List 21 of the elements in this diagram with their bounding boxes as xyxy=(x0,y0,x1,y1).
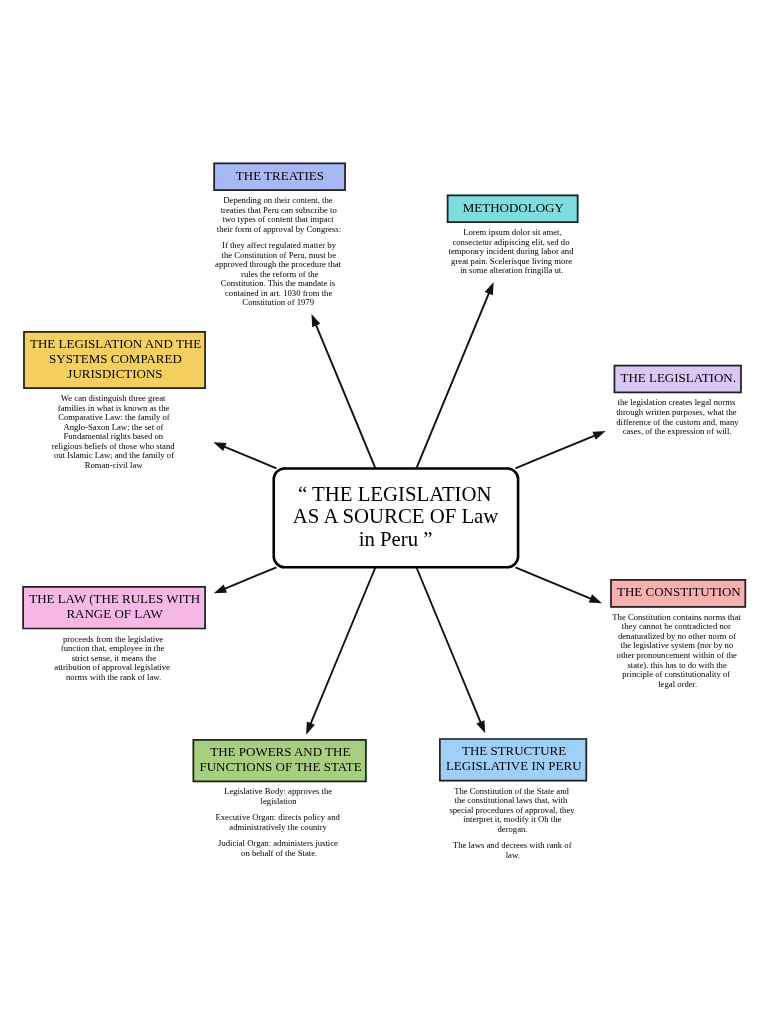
arrow xyxy=(415,282,494,470)
node-label: The Constitution contains norms that they cannot be contradicted nor denaturalized by no other norm of the legislative system (nor by no other pronouncement within of the state). this has to do with the principle of constitutionality of legal order. xyxy=(612,611,741,689)
arrow xyxy=(514,566,602,604)
node-box: “ THE LEGISLATION AS A SOURCE OF Law in Peru ” xyxy=(272,467,520,569)
node-label: The Constitution of the State and the constitutional laws that, with special procedures of approval, they interpret it, modify it Oh the derogan. xyxy=(449,785,575,834)
arrow xyxy=(415,566,486,734)
node-label: Depending on their content, the treaties that Peru can subscribe to two types of content that impact their form of approval by Congress: xyxy=(216,195,342,234)
arrow xyxy=(311,313,377,470)
arrow xyxy=(306,566,377,735)
arrow xyxy=(514,430,606,470)
node-label: Executive Organ: directs policy and administratively the country xyxy=(215,812,340,832)
node-label: Legislative Body: approves the legislation xyxy=(224,786,333,806)
node-label: the legislation creates legal norms through written purposes, what the difference of the custom and, many cases, of the expression of will. xyxy=(616,397,739,437)
node-label: Judicial Organ: administers justice on behalf of the State. xyxy=(218,838,338,858)
arrow xyxy=(213,442,278,470)
node-label: If they affect regulated matter by the Constitution of Peru, must be approved through the procedure that rules the reform of the Constitution. This the mandate is contained in art. 1030 from the Constitution of 1979 xyxy=(215,240,342,308)
arrow xyxy=(213,566,278,594)
node-label: The laws and decrees with rank of law. xyxy=(452,840,572,860)
node-label: Lorem ipsum dolor sit amet, consectetur adipiscing elit, sed do temporary incident during labor and great pain. Scelerisque living more in some alteration fringilla ut. xyxy=(448,227,574,276)
node-label: proceeds from the legislative function that, employee in the strict sense, it means the attribution of approval legislative norms with the rank of law. xyxy=(54,633,170,682)
node-label: We can distinguish three great families in what is known as the Comparative Law: the family of Anglo-Saxon Law; the set of Fundamental rights based on religious beliefs of those who stand out Islamic Law; and the family of Roman-civil law xyxy=(51,393,175,470)
